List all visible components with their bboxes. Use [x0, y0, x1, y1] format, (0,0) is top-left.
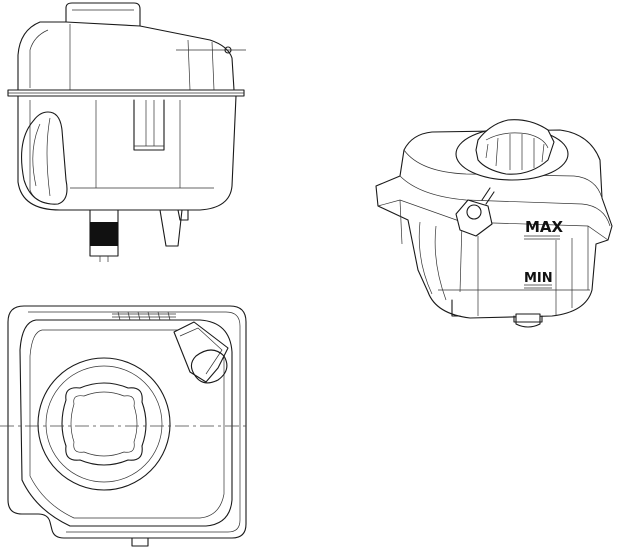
isometric-view-tank: MAX MIN [375, 119, 613, 328]
outlet-fitting [90, 222, 118, 246]
top-view-tank [0, 305, 250, 547]
side-view-tank [7, 2, 246, 262]
min-label: MIN [524, 271, 553, 286]
max-label: MAX [525, 218, 564, 236]
min-level-mark: MIN [524, 271, 553, 289]
max-level-mark: MAX [524, 218, 564, 240]
